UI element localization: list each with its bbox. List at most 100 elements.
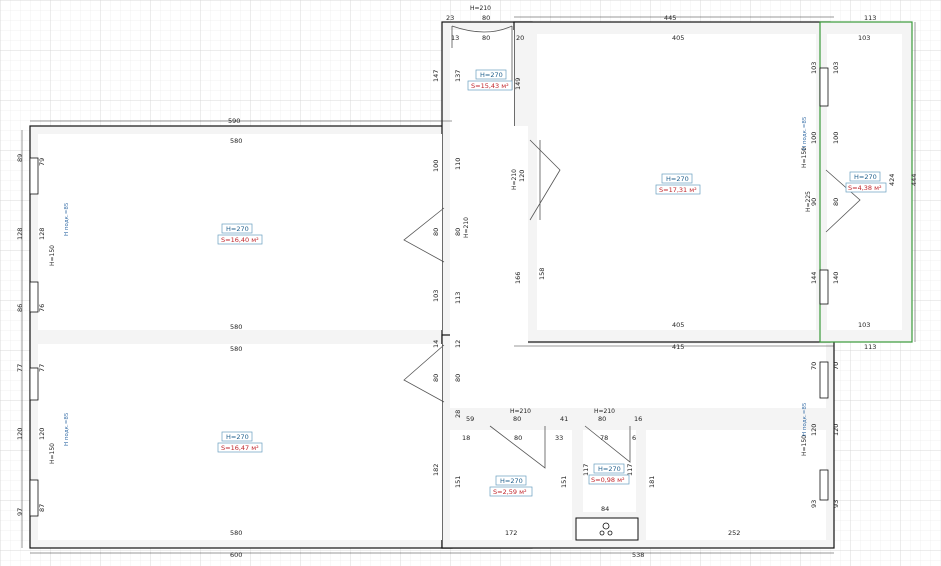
- room-bath-area: S=2,59 м²: [493, 488, 527, 496]
- vertical-dimensions: 89 79 128 128 86 76 77 77 120 120 97 87 …: [16, 62, 918, 516]
- vdim-120-c: 120: [518, 170, 526, 182]
- vdim-100-c: 100: [832, 132, 840, 144]
- window-left-top-height: H=150: [49, 245, 56, 266]
- dim-103-top: 103: [858, 34, 870, 42]
- room-label-hall: H=270 S=15,43 м²: [467, 69, 513, 91]
- vdim-128-b: 128: [38, 228, 46, 240]
- dim-580-a: 580: [230, 137, 242, 145]
- vdim-12: 12: [454, 340, 462, 348]
- vdim-100-a: 100: [432, 160, 440, 172]
- dim-580-d: 580: [230, 529, 242, 537]
- door-mid-height: H=210: [511, 169, 518, 190]
- vdim-76: 76: [38, 304, 46, 312]
- dim-113-top: 113: [864, 14, 876, 22]
- door-bath-height: H=210: [510, 408, 531, 415]
- vdim-120-b: 120: [38, 428, 46, 440]
- vdim-70: 70: [810, 362, 818, 370]
- vdim-77-b: 77: [38, 364, 46, 372]
- room-label-wc: H=270 S=0,98 м²: [588, 463, 630, 485]
- horizontal-dimensions: 23 80 445 113 13 80 20 405 103 590 580 5…: [228, 14, 876, 559]
- vdim-424: 424: [888, 174, 896, 186]
- room-wc-area: S=0,98 м²: [591, 476, 625, 484]
- room-left-bottom-area: S=16,47 м²: [221, 444, 259, 452]
- vdim-140: 140: [832, 272, 840, 284]
- room-right-area: S=17,31 м²: [659, 186, 697, 194]
- dim-18: 18: [462, 434, 470, 442]
- vdim-151-b: 151: [560, 476, 568, 488]
- dim-59: 59: [466, 415, 474, 423]
- vdim-14: 14: [432, 340, 440, 348]
- dimension-lines: [21, 16, 916, 554]
- vdim-80-b: 80: [454, 228, 462, 236]
- plumbing-icon: [599, 522, 613, 536]
- vdim-86: 86: [16, 304, 24, 312]
- vdim-444: 444: [910, 174, 918, 186]
- opening-labels: H=210 H=210 H=210 H=225 H=210 H=210 H по…: [49, 5, 812, 464]
- dim-80-wc: 80: [598, 415, 606, 423]
- dim-580-c: 580: [230, 345, 242, 353]
- vdim-166: 166: [514, 272, 522, 284]
- vdim-158: 158: [538, 268, 546, 280]
- vdim-128-a: 128: [16, 228, 24, 240]
- vdim-103-b: 103: [810, 62, 818, 74]
- dim-20: 20: [516, 34, 524, 42]
- dim-80-bath: 80: [513, 415, 521, 423]
- vdim-120-d: 120: [810, 424, 818, 436]
- windows: [29, 67, 829, 517]
- dim-405-top: 405: [672, 34, 684, 42]
- vdim-28: 28: [454, 410, 462, 418]
- room-left-top-height: H=270: [226, 225, 249, 233]
- vdim-113: 113: [454, 292, 462, 304]
- room-hall-height: H=270: [480, 71, 503, 79]
- dim-80-hall: 80: [482, 34, 490, 42]
- vdim-149: 149: [514, 78, 522, 90]
- vdim-103-c: 103: [832, 62, 840, 74]
- vdim-181: 181: [648, 476, 656, 488]
- dim-590: 590: [228, 117, 240, 125]
- dim-445: 445: [664, 14, 676, 22]
- window-right-bottom-sill: H подк.=85: [802, 402, 808, 436]
- vdim-103-a: 103: [432, 290, 440, 302]
- window-left-top-sill: H подк.=85: [64, 202, 70, 236]
- vdim-120-e: 120: [832, 424, 840, 436]
- window-right-bottom-height: H=150: [801, 435, 808, 456]
- room-wc-height: H=270: [598, 465, 621, 473]
- dim-538: 538: [632, 551, 644, 559]
- room-balcony-area: S=4,38 м²: [848, 184, 882, 192]
- window-right-height: H=150: [801, 147, 808, 168]
- room-right-height: H=270: [666, 175, 689, 183]
- door-balcony-height: H=225: [805, 191, 812, 212]
- dim-103-bottom: 103: [858, 321, 870, 329]
- vdim-90: 90: [810, 198, 818, 206]
- dim-6: 6: [632, 434, 636, 442]
- room-left-top-area: S=16,40 м²: [221, 236, 259, 244]
- dim-16: 16: [634, 415, 642, 423]
- dim-33: 33: [555, 434, 563, 442]
- room-label-right: H=270 S=17,31 м²: [655, 173, 701, 195]
- door-top-height: H=210: [470, 5, 491, 12]
- dim-78: 78: [600, 434, 608, 442]
- dim-80-top: 80: [482, 14, 490, 22]
- room-label-bath: H=270 S=2,59 м²: [489, 475, 533, 497]
- vdim-80-c: 80: [432, 374, 440, 382]
- vdim-147: 147: [432, 70, 440, 82]
- vdim-93-b: 93: [832, 500, 840, 508]
- dim-23: 23: [446, 14, 454, 22]
- dim-405-bottom: 405: [672, 321, 684, 329]
- door-wc-height: H=210: [594, 408, 615, 415]
- vdim-110: 110: [454, 158, 462, 170]
- vdim-120-a: 120: [16, 428, 24, 440]
- dim-252: 252: [728, 529, 740, 537]
- room-hall-area: S=15,43 м²: [471, 82, 509, 90]
- vdim-151-a: 151: [454, 476, 462, 488]
- vdim-80-a: 80: [432, 228, 440, 236]
- room-label-balcony: H=270 S=4,38 м²: [845, 171, 887, 193]
- dim-41: 41: [560, 415, 568, 423]
- room-label-left-top: H=270 S=16,40 м²: [217, 223, 263, 245]
- dim-80-bath-in: 80: [514, 434, 522, 442]
- dim-580-b: 580: [230, 323, 242, 331]
- vdim-80-d: 80: [454, 374, 462, 382]
- vdim-70-b: 70: [832, 362, 840, 370]
- room-label-left-bottom: H=270 S=16,47 м²: [217, 431, 263, 453]
